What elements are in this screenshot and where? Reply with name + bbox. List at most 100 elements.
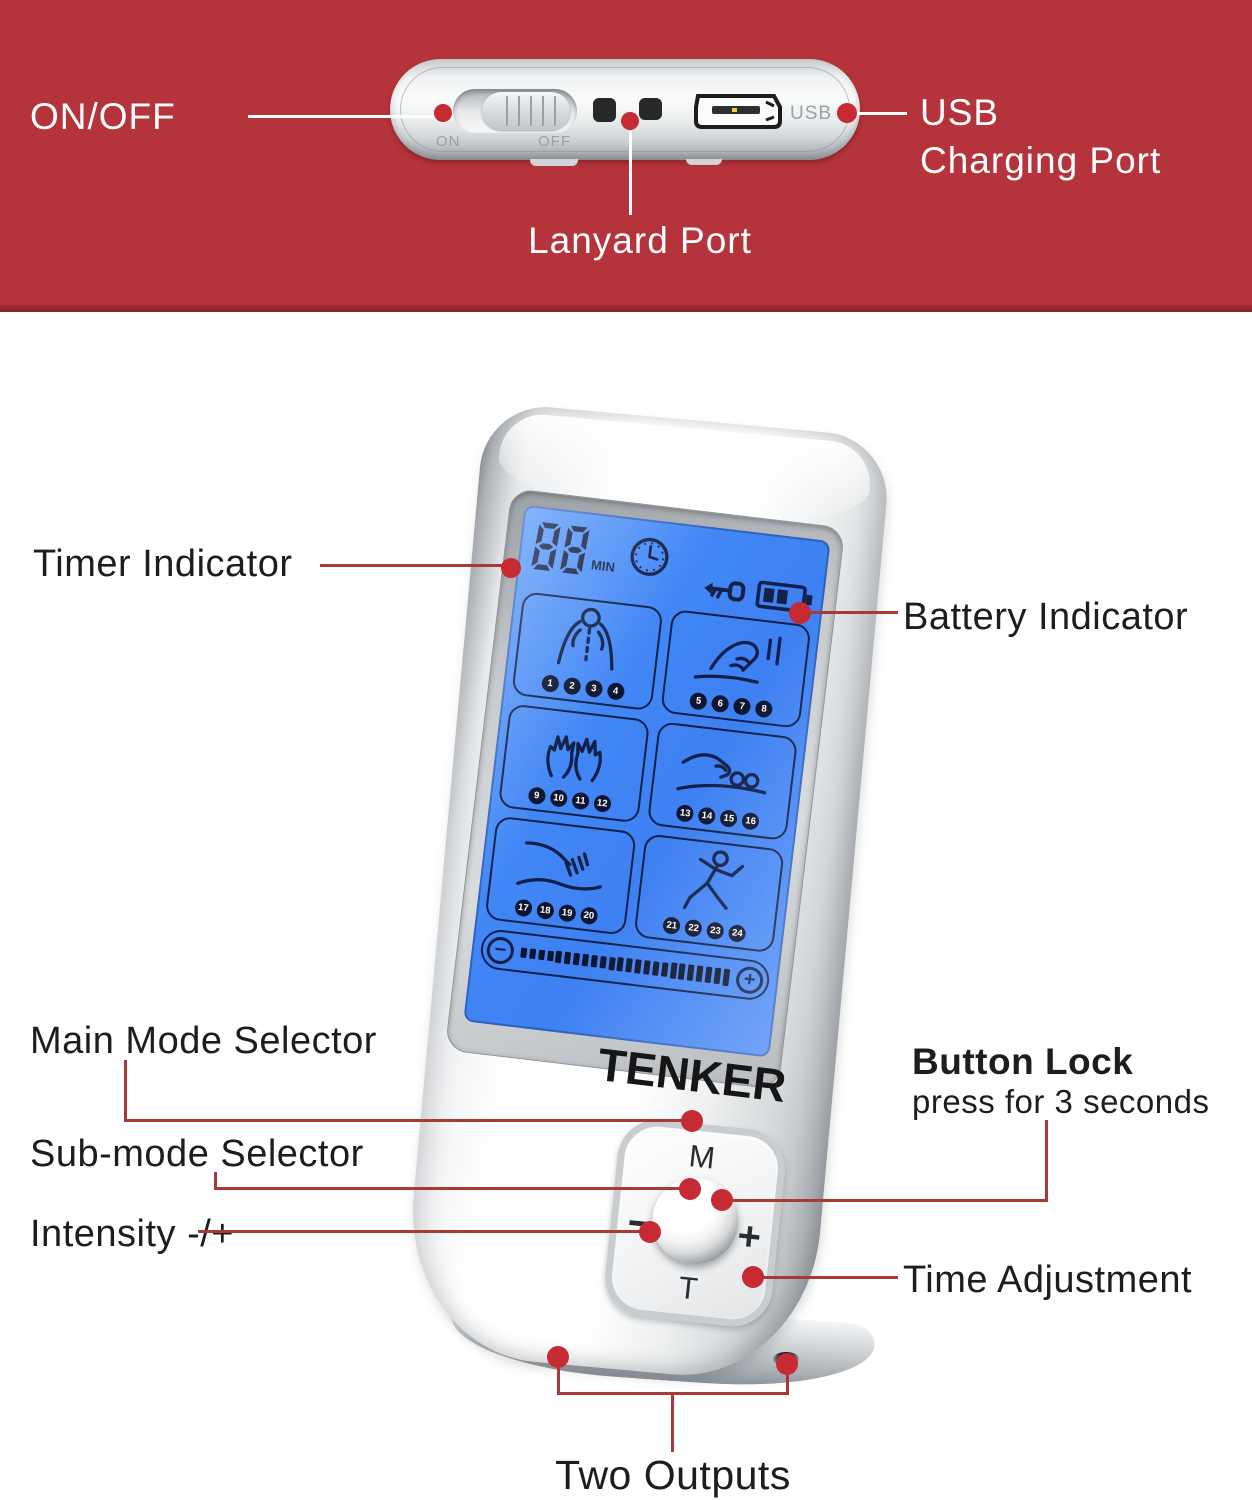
mode-number: 20 <box>579 906 599 926</box>
callout-line-usb <box>857 112 907 115</box>
seven-seg-digit <box>531 522 561 572</box>
callout-on-off: ON/OFF <box>30 96 176 137</box>
on-label: ON <box>436 133 461 150</box>
intensity-segment <box>651 960 660 977</box>
screen-status-row: MIN <box>515 505 831 623</box>
pill-tab <box>686 159 722 165</box>
mode-number: 18 <box>535 901 555 920</box>
stone-massage-icon <box>676 753 767 795</box>
usb-port-label: USB <box>790 103 833 124</box>
intensity-segments <box>513 943 737 986</box>
callout-sub-mode: Sub-mode Selector <box>30 1133 364 1175</box>
intensity-segment <box>660 961 669 978</box>
seven-seg-digit <box>560 525 590 575</box>
intensity-segment <box>546 950 554 962</box>
callout-timer: Timer Indicator <box>33 543 293 585</box>
clock-icon <box>625 534 672 586</box>
callout-usb-line2: Charging Port <box>920 140 1162 181</box>
callout-dot-main-mode <box>681 1110 703 1132</box>
mode-number: 9 <box>527 786 547 806</box>
intensity-segment <box>713 967 722 985</box>
timer-unit-label: MIN <box>590 557 616 575</box>
callout-intensity: Intensity -/+ <box>30 1213 234 1255</box>
callout-line-output-right-v <box>786 1368 789 1394</box>
tapping-hands-icon <box>546 735 603 783</box>
callout-dot-battery <box>789 602 811 624</box>
back-massage-icon <box>557 607 614 671</box>
intensity-plus-button[interactable]: + <box>735 1213 764 1260</box>
power-knob-ribs <box>496 96 556 126</box>
screen-bezel: MIN <box>444 488 846 1090</box>
callout-line-timer <box>320 564 502 567</box>
mode-number: 19 <box>557 903 577 923</box>
intensity-segment <box>537 949 545 961</box>
mode-number: 2 <box>562 676 582 696</box>
intensity-minus-icon: − <box>485 935 516 966</box>
mode-number: 23 <box>706 921 725 941</box>
callout-dot-output-left <box>547 1346 569 1368</box>
intensity-segment <box>643 960 651 975</box>
callout-line-lanyard <box>629 131 632 215</box>
header-section: ON OFF USB ON/OFF USB Charging Port Lany… <box>0 0 1252 312</box>
callout-line-time <box>762 1276 898 1279</box>
mode-number: 10 <box>549 788 568 808</box>
intensity-segment <box>528 948 537 960</box>
exercise-figure-icon <box>682 850 744 910</box>
mode-number: 4 <box>606 681 626 701</box>
intensity-segment <box>695 965 704 983</box>
mode-number: 8 <box>754 699 774 719</box>
header-bottom-edge <box>0 305 1252 312</box>
mode-number: 24 <box>727 923 747 943</box>
kneading-hand-icon <box>693 636 782 684</box>
callout-line-output-left-v <box>557 1362 560 1394</box>
intensity-plus-icon: + <box>734 964 765 995</box>
callout-dot-intensity <box>639 1221 661 1243</box>
battery-icon <box>753 577 815 623</box>
power-switch-track <box>453 89 577 133</box>
mode-number: 16 <box>741 811 761 831</box>
intensity-segment <box>581 953 590 967</box>
mode-number: 14 <box>697 806 717 826</box>
intensity-segment <box>634 959 642 974</box>
intensity-segment <box>607 956 616 971</box>
intensity-segment <box>520 947 528 959</box>
intensity-segment <box>564 951 572 965</box>
mode-number: 13 <box>675 803 695 823</box>
callout-usb-line1: USB <box>920 92 1000 133</box>
intensity-segment <box>669 962 678 979</box>
callout-dot-on-off <box>434 104 452 122</box>
micro-usb-port <box>694 94 782 129</box>
mode-number: 7 <box>732 696 752 716</box>
device-top-view: ON OFF USB <box>390 59 860 166</box>
callout-line-battery <box>808 611 898 614</box>
lanyard-slot-right <box>639 98 662 120</box>
mode-number: 6 <box>710 694 730 714</box>
mode-number: 17 <box>513 898 533 918</box>
callout-two-outputs: Two Outputs <box>555 1452 791 1498</box>
lcd-screen: MIN <box>463 504 831 1058</box>
callout-line-button-lock-h <box>733 1199 1047 1202</box>
intensity-segment <box>616 957 625 972</box>
callout-line-button-lock-v <box>1045 1120 1048 1202</box>
callout-dot-output-right <box>776 1353 798 1375</box>
time-button[interactable]: T <box>676 1269 700 1307</box>
intensity-segment <box>572 952 581 966</box>
intensity-segment <box>590 954 598 968</box>
callout-line-sub-mode-v <box>214 1172 217 1190</box>
callout-line-main-mode-v <box>124 1060 127 1122</box>
power-switch-knob[interactable] <box>482 92 570 130</box>
mode-number: 21 <box>662 916 682 936</box>
callout-dot-lanyard <box>621 112 639 130</box>
intensity-segment <box>555 951 563 963</box>
callout-line-output-center-v <box>671 1392 674 1452</box>
mode-button[interactable]: M <box>687 1138 717 1176</box>
mode-number: 3 <box>584 679 604 699</box>
off-label: OFF <box>538 133 571 150</box>
callout-dot-button-lock <box>711 1189 733 1211</box>
